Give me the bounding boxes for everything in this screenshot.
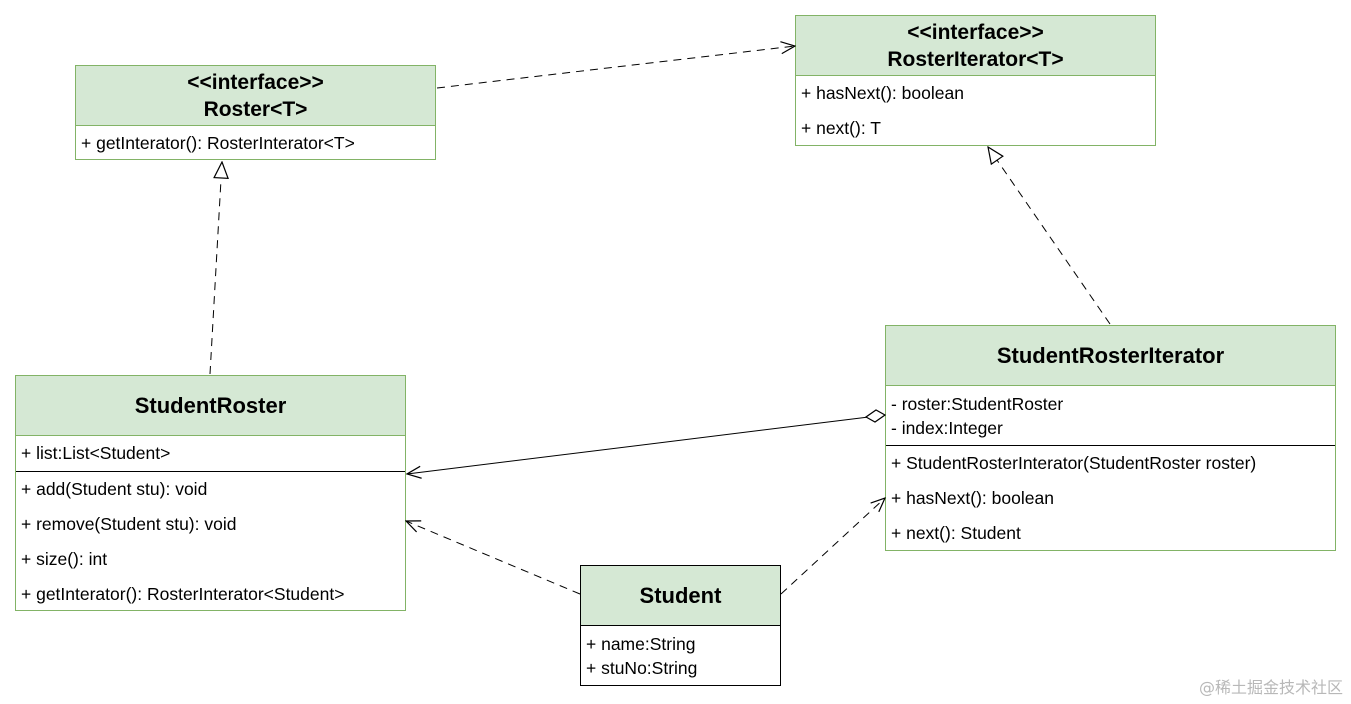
method-row: + remove(Student stu): void: [21, 514, 237, 534]
class-student[interactable]: Student + name:String + stuNo:String: [580, 565, 781, 686]
watermark: @稀土掘金技术社区: [1198, 678, 1343, 697]
method-row: + add(Student stu): void: [21, 479, 208, 499]
attribute-row: - index:Integer: [891, 418, 1003, 438]
class-student-roster[interactable]: StudentRoster + list:List<Student> + add…: [15, 375, 406, 611]
class-student-roster-iterator-name: StudentRosterIterator: [996, 343, 1225, 368]
dependency-roster-to-iterator: [436, 46, 795, 89]
aggregation-diamond: [864, 409, 887, 423]
class-student-roster-attributes: + list:List<Student>: [16, 436, 405, 472]
attribute-row: + name:String: [586, 634, 696, 654]
dependency-student-to-studentroster: [406, 521, 581, 595]
method-row: + size(): int: [21, 549, 108, 569]
attribute-row: - roster:StudentRoster: [891, 394, 1064, 414]
class-roster-iterator[interactable]: <<interface>> RosterIterator<T> + hasNex…: [795, 15, 1156, 146]
method-row: + next(): Student: [891, 523, 1021, 543]
method-row: + getInterator(): RosterInterator<Studen…: [21, 584, 345, 604]
dependency-student-to-sriterator: [780, 498, 885, 595]
method-row: + hasNext(): boolean: [801, 83, 964, 103]
method-row: + getInterator(): RosterInterator<T>: [81, 133, 355, 153]
class-student-header: Student: [581, 566, 780, 626]
class-student-name: Student: [639, 583, 722, 608]
class-roster-header: <<interface>> Roster<T>: [76, 66, 435, 126]
realization-studentroster-to-roster: [209, 162, 222, 375]
class-roster-name: Roster<T>: [203, 97, 308, 121]
class-student-attributes: + name:String + stuNo:String: [581, 626, 780, 680]
class-roster-iterator-name: RosterIterator<T>: [887, 47, 1064, 71]
class-student-roster-iterator-attributes: - roster:StudentRoster - index:Integer: [886, 386, 1335, 446]
aggregation-sriterator-to-studentroster: [407, 414, 886, 474]
class-roster[interactable]: <<interface>> Roster<T> + getInterator()…: [75, 65, 436, 160]
class-roster-iterator-header: <<interface>> RosterIterator<T>: [796, 16, 1155, 76]
class-student-roster-iterator-header: StudentRosterIterator: [886, 326, 1335, 386]
class-roster-methods: + getInterator(): RosterInterator<T>: [76, 126, 435, 161]
attribute-row: + list:List<Student>: [21, 443, 171, 463]
realization-sriterator-to-rosteriterator: [988, 147, 1111, 325]
class-student-roster-methods: + add(Student stu): void + remove(Studen…: [16, 472, 405, 612]
method-row: + next(): T: [801, 118, 881, 138]
class-roster-iterator-methods: + hasNext(): boolean + next(): T: [796, 76, 1155, 146]
attribute-row: + stuNo:String: [586, 658, 698, 678]
method-row: + hasNext(): boolean: [891, 488, 1054, 508]
class-roster-stereotype: <<interface>>: [187, 70, 324, 94]
class-student-roster-iterator-methods: + StudentRosterInterator(StudentRoster r…: [886, 446, 1335, 551]
class-roster-iterator-stereotype: <<interface>>: [907, 20, 1044, 44]
class-student-roster-header: StudentRoster: [16, 376, 405, 436]
method-row: + StudentRosterInterator(StudentRoster r…: [891, 453, 1257, 473]
class-student-roster-name: StudentRoster: [134, 393, 287, 418]
class-student-roster-iterator[interactable]: StudentRosterIterator - roster:StudentRo…: [885, 325, 1336, 551]
